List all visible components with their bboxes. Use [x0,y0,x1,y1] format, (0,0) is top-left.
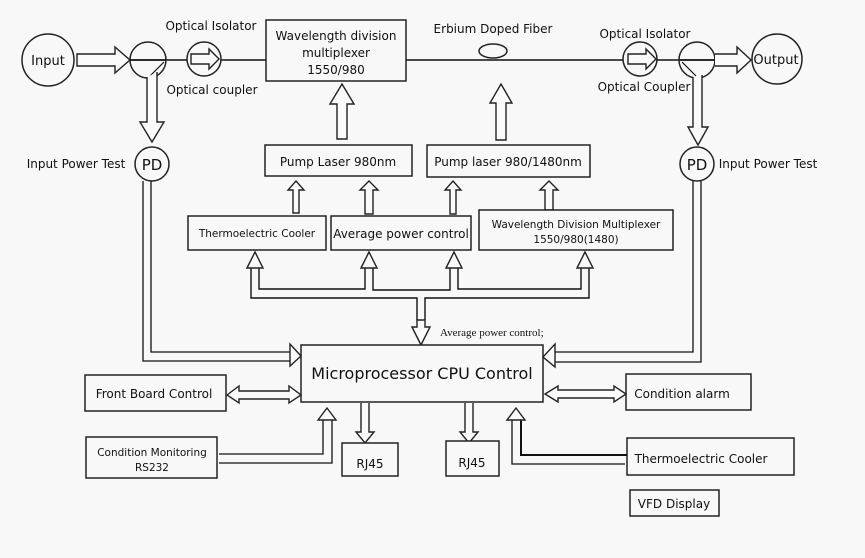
wdm-mid-line2: 1550/980(1480) [533,234,618,246]
wdm-mid-line1: Wavelength Division Multiplexer [492,219,661,231]
average-power-control-label: Average power control; [440,327,544,339]
wdm-top-box [265,19,407,82]
pd-right-label: PD [687,156,708,174]
coupler-to-pd-left-arrow [138,72,166,144]
rj45-left-label: RJ45 [356,457,383,471]
front-board-cpu-bidirectional-arrow [225,384,303,405]
input-label: Input [31,54,65,69]
wdm-mid-box [478,209,674,251]
average-power-control-box-label: Average power control [333,227,469,241]
optical-coupler-left-label: Optical coupler [166,83,257,97]
pd-left [134,146,170,182]
isolator-right-arrow-icon [627,47,657,71]
output-label: Output [753,53,798,68]
cpu-to-rj45-right-arrow [458,403,480,445]
pump1480-to-edf-arrow [488,82,514,141]
optical-coupler-right-label: Optical Coupler [598,80,691,94]
rj45-right-box [445,440,500,477]
wdm-top-line1: Wavelength division [276,29,397,43]
bus-arrow-apc-right [444,250,464,269]
wdm-top-line2: multiplexer [302,46,370,60]
condition-alarm-cpu-bidirectional-arrow [543,384,628,404]
output-node [751,33,803,85]
wdm-top-line3: 1550/980 [307,63,365,77]
pd-left-to-cpu-arrow [289,342,302,368]
apc-to-pump980-arrow [358,180,380,215]
condition-monitoring-line2: RS232 [135,462,169,474]
tec-to-cpu-arrow [505,406,527,421]
input-node [21,33,75,87]
condition-monitoring-to-cpu-arrow [316,406,338,421]
pump-laser-980-1480-label: Pump laser 980/1480nm [434,155,582,169]
pd-right-to-cpu-arrow [541,342,556,369]
input-power-test-right-label: Input Power Test [719,157,818,171]
front-board-control-label: Front Board Control [96,387,213,401]
coupler-to-pd-right-arrow [686,75,710,147]
rj45-left-box [341,442,399,477]
erbium-fiber-coil-icon [478,43,508,59]
bus-arrow-tec [245,250,265,269]
pd-right [679,146,715,182]
condition-alarm-box [625,373,752,411]
apc-to-pump1480-arrow [443,179,463,215]
cpu-to-rj45-left-arrow [354,403,376,445]
pump980-to-wdm-arrow [328,82,356,140]
bus-arrow-wdm [575,250,595,269]
pd-left-label: PD [142,156,163,174]
input-power-test-left-label: Input Power Test [27,157,126,171]
cpu-box [300,344,544,403]
input-arrow [76,45,132,75]
condition-alarm-label: Condition alarm [634,387,730,401]
isolator-left-arrow-icon [190,47,220,71]
control-bus [245,250,595,347]
average-power-control-box [330,215,472,251]
thermoelectric-cooler-bottom-box [626,437,795,476]
condition-monitoring-box [85,436,218,479]
condition-monitoring-line1: Condition Monitoring [97,447,207,459]
optical-isolator-right-label: Optical Isolator [599,27,690,41]
output-arrow [715,45,753,75]
cpu-label: Microprocessor CPU Control [311,364,532,383]
bus-arrow-cpu [410,319,432,347]
thermoelectric-cooler-top-label: Thermoelectric Cooler [198,228,316,240]
erbium-fiber-label: Erbium Doped Fiber [434,22,553,36]
thermoelectric-cooler-bottom-label: Thermoelectric Cooler [634,452,768,466]
rj45-right-label: RJ45 [458,456,485,470]
wdm-to-pump1480-arrow [538,180,560,211]
bus-arrow-apc-left [359,250,379,269]
front-board-control-box [84,374,227,412]
vfd-display-box [629,489,720,517]
pump-laser-980-box [264,144,413,177]
pump-laser-980-1480-box [426,144,591,178]
tec-to-pump980-arrow [286,179,306,214]
optical-isolator-left-label: Optical Isolator [165,19,256,33]
pump-laser-980-label: Pump Laser 980nm [280,155,396,169]
vfd-display-label: VFD Display [638,497,710,511]
thermoelectric-cooler-top-box [187,215,327,251]
